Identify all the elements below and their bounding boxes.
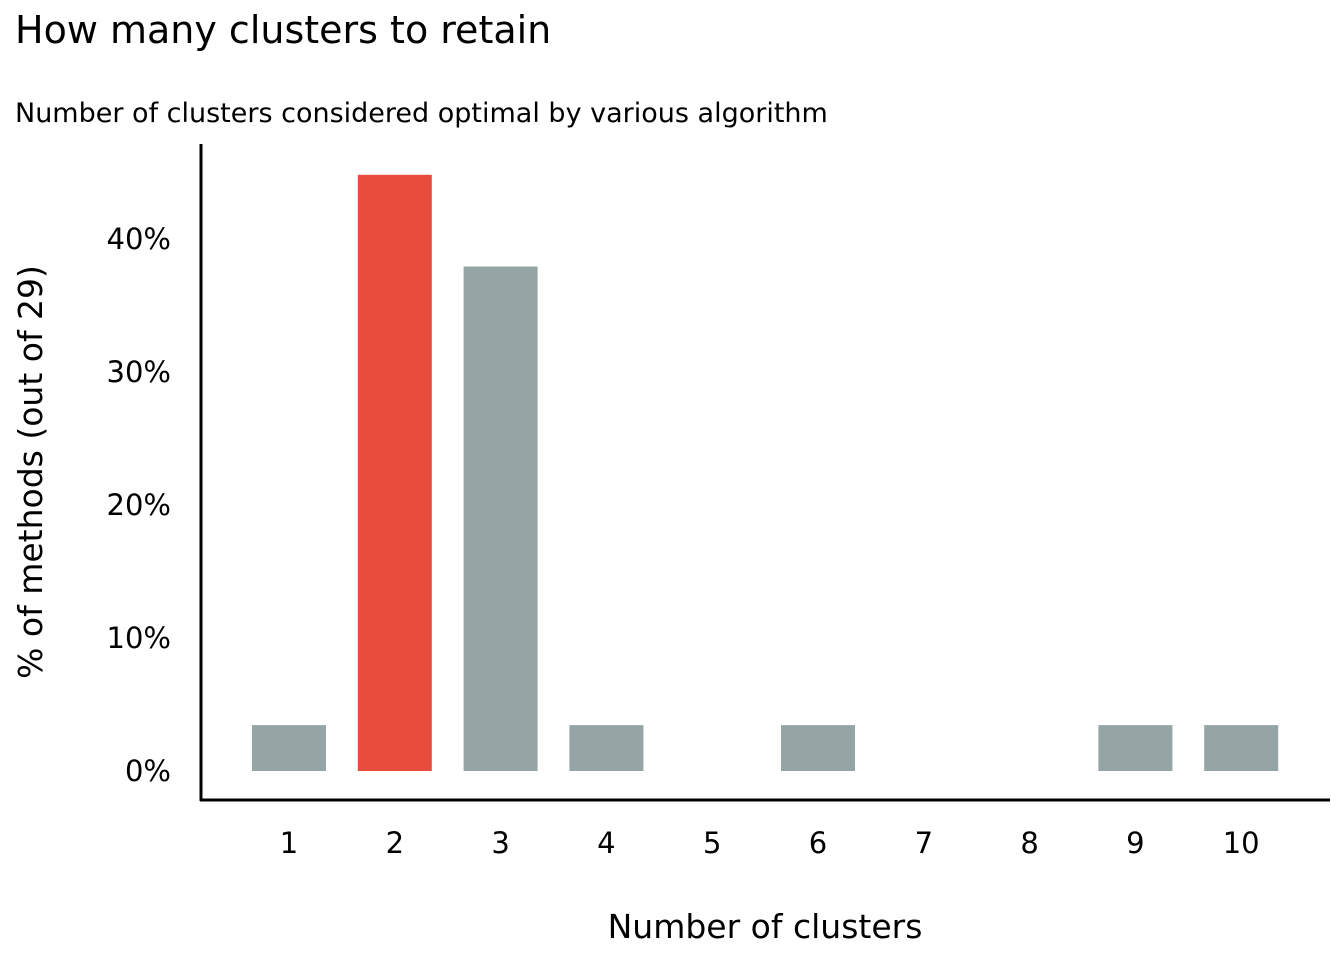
- x-tick-label-10: 10: [1223, 826, 1260, 860]
- bar-9: [1098, 725, 1173, 771]
- x-tick-label-7: 7: [915, 826, 933, 860]
- bar-6: [781, 725, 855, 771]
- bars-layer: [252, 174, 1279, 772]
- axes-layer: [199, 144, 1330, 802]
- bar-2: [357, 174, 432, 772]
- bar-10: [1204, 725, 1279, 771]
- x-tick-labels: 1 2 3 4 5 6 7 8 9 10: [280, 826, 1260, 860]
- chart-title: How many clusters to retain: [15, 8, 552, 52]
- y-tick-label-30: 30%: [107, 355, 171, 389]
- y-tick-label-10: 10%: [107, 621, 171, 655]
- x-tick-label-4: 4: [597, 826, 615, 860]
- x-axis-label: Number of clusters: [608, 907, 923, 946]
- y-tick-labels: 0% 10% 20% 30% 40%: [107, 222, 171, 788]
- y-tick-label-0: 0%: [125, 754, 171, 788]
- x-tick-label-8: 8: [1020, 826, 1038, 860]
- bar-3: [463, 266, 538, 771]
- bar-1: [252, 725, 326, 771]
- y-tick-label-20: 20%: [107, 488, 171, 522]
- x-tick-label-1: 1: [280, 826, 298, 860]
- x-tick-label-5: 5: [703, 826, 721, 860]
- x-tick-label-6: 6: [809, 826, 827, 860]
- x-tick-label-3: 3: [491, 826, 509, 860]
- x-tick-label-9: 9: [1126, 826, 1144, 860]
- y-tick-label-40: 40%: [107, 222, 171, 256]
- x-tick-label-2: 2: [386, 826, 404, 860]
- bar-4: [569, 725, 644, 771]
- chart-subtitle: Number of clusters considered optimal by…: [15, 98, 828, 129]
- y-axis-label: % of methods (out of 29): [11, 265, 50, 679]
